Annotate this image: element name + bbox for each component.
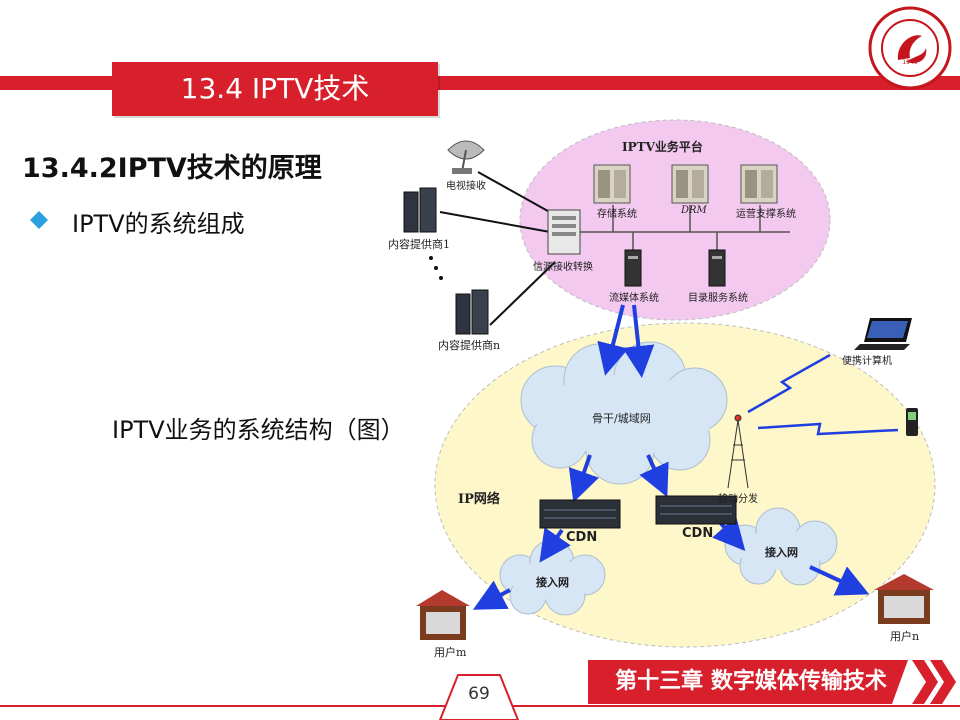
signal-conversion-label: 信源接收转换 [533,262,593,273]
provider1-server-icon [403,187,437,233]
laptop-label: 便携计算机 [842,356,892,367]
bullet-item: IPTV的系统组成 [72,210,245,238]
chevron-icon [930,660,956,704]
svg-text:1949: 1949 [902,59,917,66]
antenna-tower-icon [727,414,749,489]
backbone-cloud [520,341,728,485]
platform-title-label: IPTV业务平台 [622,140,703,154]
flow-arrows [472,304,870,610]
directory-label: 目录服务系统 [688,293,748,304]
directory-server-icon [708,249,726,287]
tv-receive-label: 电视接收 [446,181,486,192]
signal-server-icon [547,209,581,255]
mobile-distribution-label: 移动分发 [718,494,758,505]
storage-label: 存储系统 [597,209,637,220]
chapter-label: 第十三章 数字媒体传输技术 [615,669,887,694]
provider1-label: 内容提供商1 [388,238,450,251]
ellipsis-dots [429,256,443,280]
provider-links [439,171,556,326]
cdn2-label: CDN [682,526,714,541]
diagram-caption: IPTV业务的系统结构（图） [112,416,405,444]
ops-label: 运营支撑系统 [736,209,796,220]
diamond-bullet-icon [30,211,48,229]
chapter-banner [588,660,908,704]
access-network-label-left: 接入网 [536,576,569,589]
cdn1-label: CDN [566,530,598,545]
backbone-label: 骨干/城域网 [592,412,651,425]
ops-server-icon [740,164,778,204]
access-cloud-left [499,539,606,616]
user-m-label: 用户m [434,646,467,659]
cdn1-server-icon [539,499,621,529]
platform-bus [580,205,790,252]
cdn2-server-icon [655,495,737,525]
mobile-phone-icon [906,408,918,436]
chevron-icon [912,660,938,704]
satellite-dish-icon [447,140,485,174]
university-seal-logo: 1949 [868,6,952,90]
streaming-server-icon [624,249,642,287]
streaming-label: 流媒体系统 [609,293,659,304]
user-n-label: 用户n [890,630,920,643]
providern-label: 内容提供商n [438,339,501,352]
ip-network-label: IP网络 [458,492,500,507]
page-tab [438,674,520,720]
providern-server-icon [455,289,489,335]
laptop-icon [854,318,912,350]
section-subtitle: 13.4.2IPTV技术的原理 [22,153,322,184]
access-cloud-right [724,507,838,586]
storage-server-icon [593,164,631,204]
page-number: 69 [468,684,490,704]
user-n-house-icon [874,574,934,624]
wireless-link [747,353,899,436]
drm-label: DRM [681,205,707,216]
slide-title: 13.4 IPTV技术 [112,62,438,116]
user-m-house-icon [416,590,470,640]
access-network-label-right: 接入网 [765,546,798,559]
drm-server-icon [671,164,709,204]
